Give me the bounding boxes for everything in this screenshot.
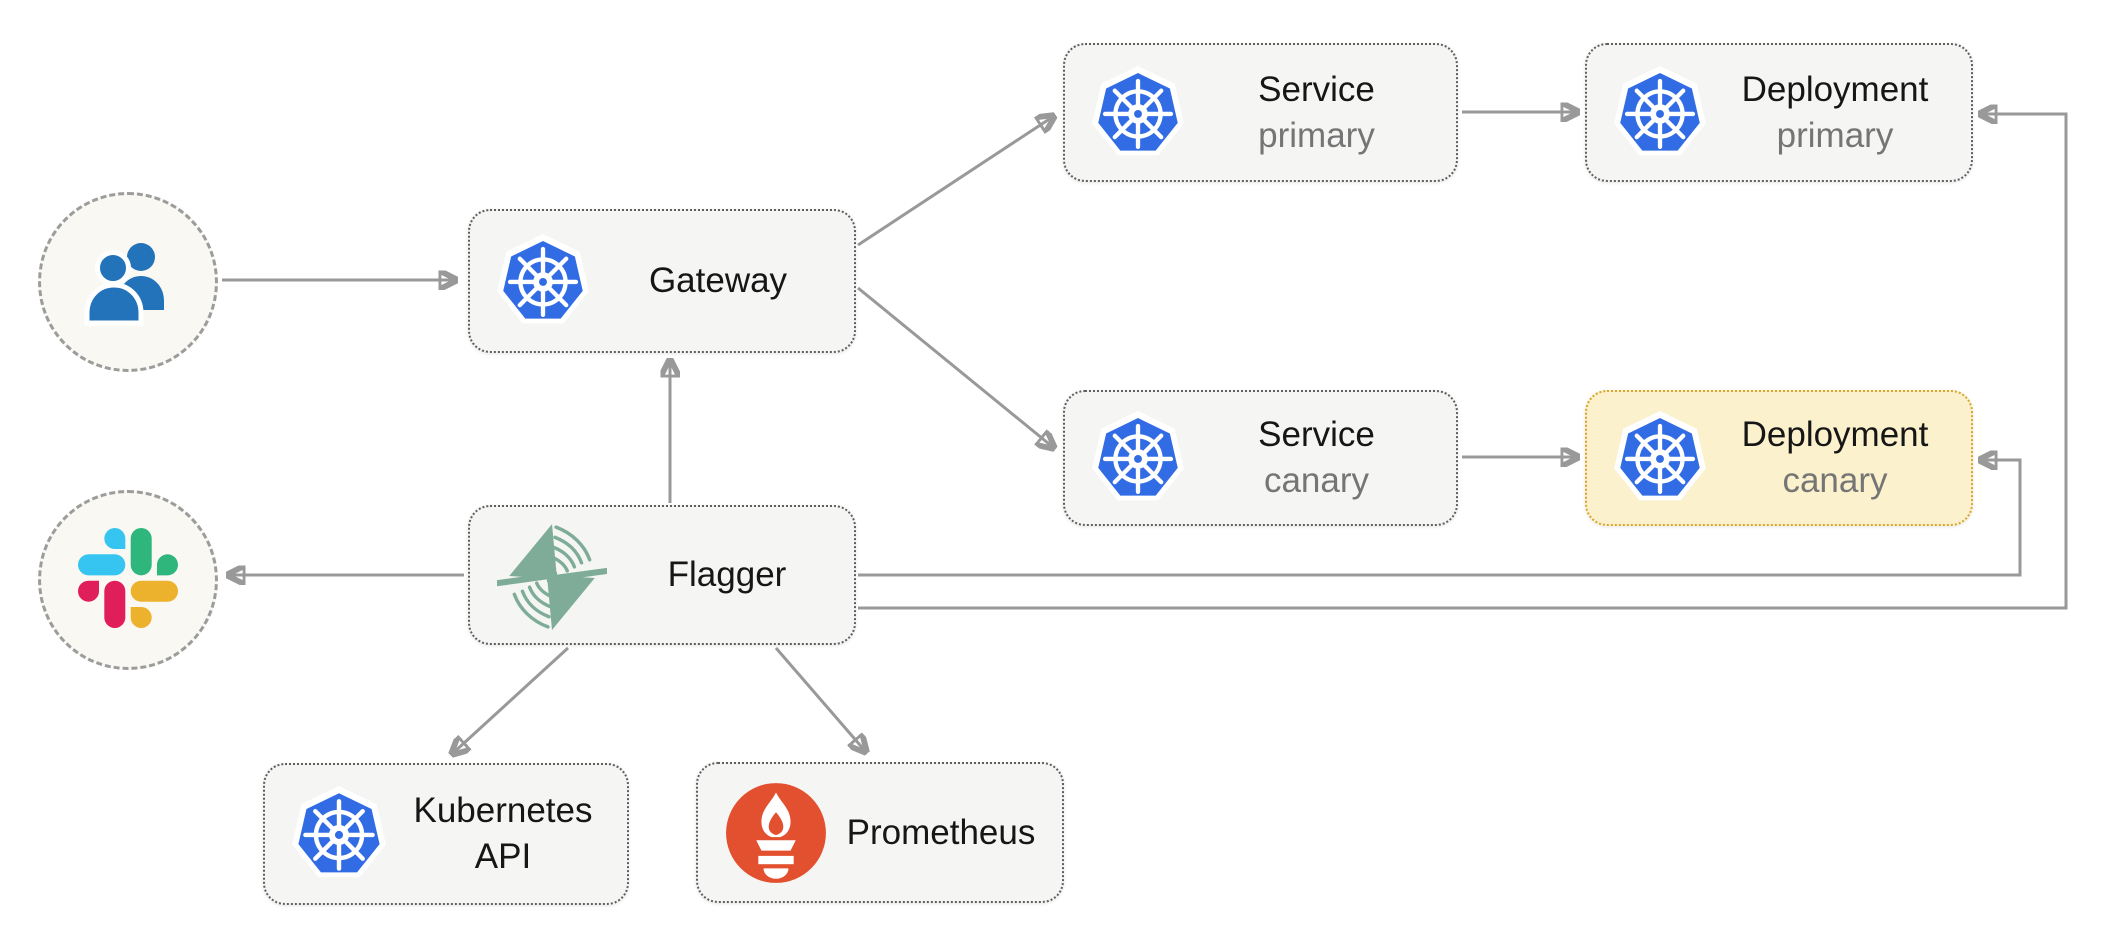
edge-flagger-deployment-primary: [858, 114, 2068, 610]
prometheus-icon: [724, 781, 828, 885]
deployment-canary-sublabel: canary: [1782, 461, 1888, 500]
kubernetes-api-label: Kubernetes: [413, 791, 593, 830]
deployment-primary-label: Deployment: [1741, 69, 1929, 109]
edge-flagger-prometheus: [774, 647, 866, 752]
node-service-primary: Service primary: [1063, 43, 1458, 182]
node-kubernetes-api: Kubernetes API: [263, 763, 629, 905]
kubernetes-icon: [291, 786, 387, 882]
gateway-label: Gateway: [648, 261, 788, 300]
node-labels: Prometheus: [828, 810, 1062, 856]
node-flagger: Flagger: [468, 505, 856, 645]
service-canary-label: Service: [1258, 415, 1375, 454]
service-primary-label: Service: [1258, 69, 1375, 109]
kubernetes-icon: [1091, 411, 1185, 505]
edge-gateway-service-primary: [857, 116, 1054, 247]
node-gateway: Gateway: [468, 209, 856, 353]
edge-flagger-deployment-canary: [858, 460, 2022, 577]
node-labels: Service primary: [1185, 67, 1456, 159]
kubernetes-api-label-line2: API: [474, 837, 532, 876]
node-prometheus: Prometheus: [696, 762, 1064, 903]
node-labels: Service canary: [1185, 412, 1456, 504]
users-icon: [78, 230, 178, 335]
node-slack: [38, 490, 218, 670]
node-labels: Kubernetes API: [387, 788, 627, 880]
deployment-primary-sublabel: primary: [1776, 115, 1894, 155]
kubernetes-icon: [496, 234, 590, 328]
service-canary-sublabel: canary: [1263, 461, 1370, 500]
kubernetes-icon: [1091, 66, 1185, 160]
flagger-icon: [496, 518, 608, 632]
kubernetes-icon: [1613, 66, 1707, 160]
node-labels: Deployment canary: [1707, 412, 1971, 504]
node-deployment-primary: Deployment primary: [1585, 43, 1973, 182]
node-labels: Deployment primary: [1707, 67, 1971, 159]
node-deployment-canary: Deployment canary: [1585, 390, 1973, 526]
deployment-canary-label: Deployment: [1741, 415, 1929, 454]
node-users: [38, 192, 218, 372]
kubernetes-icon: [1613, 411, 1707, 505]
edge-flagger-kubernetes-api: [452, 646, 570, 754]
prometheus-label: Prometheus: [846, 812, 1036, 852]
node-service-canary: Service canary: [1063, 390, 1458, 526]
edge-gateway-service-canary: [857, 286, 1054, 448]
slack-icon: [78, 527, 179, 633]
service-primary-sublabel: primary: [1258, 115, 1375, 155]
node-labels: Flagger: [608, 552, 854, 598]
node-labels: Gateway: [590, 258, 854, 304]
flagger-label: Flagger: [667, 555, 787, 594]
